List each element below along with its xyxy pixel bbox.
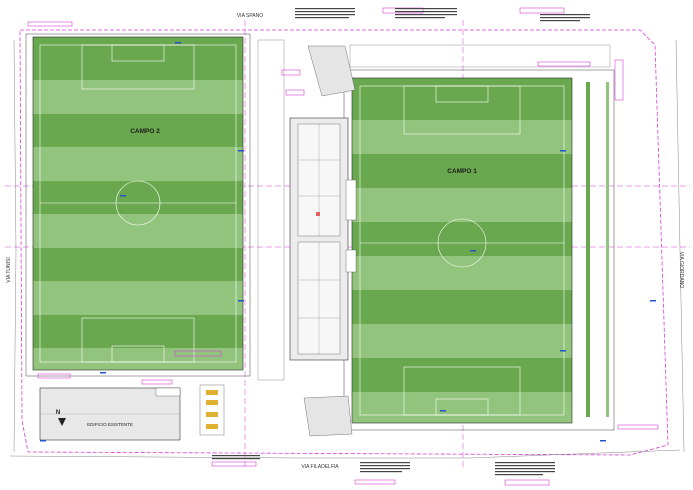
north-arrow-icon: N xyxy=(56,410,66,426)
walkway xyxy=(257,39,285,381)
field-label-campo-2: CAMPO 2 xyxy=(130,128,160,135)
street-curb-bottom xyxy=(9,449,681,459)
street-label-top: VIA SPANO xyxy=(237,13,263,19)
field-campo-1 xyxy=(351,77,573,424)
annotation-notes xyxy=(212,8,590,476)
hedge-strip xyxy=(586,82,590,417)
street-label-bottom: VIA FILADELFIA xyxy=(301,464,339,470)
street-label-left: VIA TUNISI xyxy=(6,257,12,282)
annotation-tags xyxy=(27,7,659,486)
field-campo-2 xyxy=(32,36,244,371)
entrance-ramp-top xyxy=(307,45,356,97)
existing-building-label: EDIFICIO ESISTENTE xyxy=(87,422,133,427)
field-label-campo-1: CAMPO 1 xyxy=(447,168,477,175)
hedge-strip xyxy=(606,82,609,417)
stair-block xyxy=(345,179,357,221)
central-building xyxy=(289,117,349,361)
street-curb-left xyxy=(13,39,17,453)
existing-building xyxy=(39,387,181,441)
street-curb-right xyxy=(675,39,685,453)
level-markers xyxy=(40,42,656,442)
parking-area xyxy=(199,384,225,436)
street-label-right: VIA GIORDANO xyxy=(678,252,684,289)
stair-block xyxy=(345,249,357,273)
walkway xyxy=(349,44,611,68)
field-track-left xyxy=(25,33,251,377)
entrance-ramp-bottom xyxy=(303,395,353,437)
north-label: N xyxy=(56,410,60,416)
